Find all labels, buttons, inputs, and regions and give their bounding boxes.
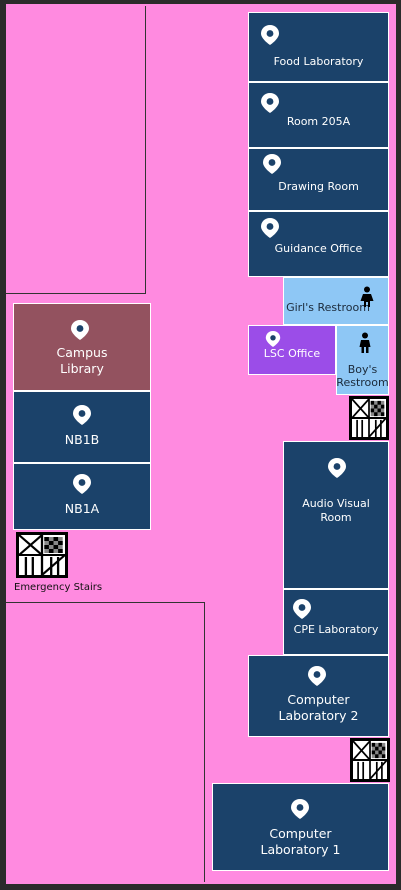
room-food-laboratory[interactable]: Food Laboratory — [248, 12, 389, 82]
male-restroom-icon — [359, 332, 371, 353]
stairs-icon — [350, 738, 390, 782]
wall-top-left-horizontal — [6, 293, 146, 294]
map-pin-icon — [327, 457, 347, 479]
room-computer-laboratory-2[interactable]: Computer Laboratory 2 — [248, 655, 389, 737]
room-label: Laboratory 1 — [260, 842, 341, 857]
room-label: LSC Office — [263, 347, 321, 360]
female-restroom-icon — [360, 286, 374, 307]
map-pin-icon — [260, 24, 280, 46]
wall-bottom-left-horizontal — [6, 602, 205, 603]
room-label: CPE Laboratory — [293, 623, 379, 636]
room-guidance-office[interactable]: Guidance Office — [248, 211, 389, 277]
room-label: Boy's — [347, 363, 378, 376]
room-label: Library — [60, 361, 104, 376]
room-lsc-office[interactable]: LSC Office — [248, 325, 336, 375]
map-pin-icon — [307, 665, 327, 687]
map-pin-icon — [72, 473, 92, 495]
room-label: Room 205A — [286, 115, 351, 128]
emergency-stairs-icon — [16, 532, 68, 578]
room-audio-visual[interactable]: Audio Visual Room — [283, 441, 389, 589]
map-pin-icon — [70, 319, 90, 341]
room-label: Computer — [269, 826, 332, 841]
room-computer-laboratory-1[interactable]: Computer Laboratory 1 — [212, 783, 389, 871]
map-pin-icon — [262, 153, 282, 175]
room-cpe-laboratory[interactable]: CPE Laboratory — [283, 589, 389, 655]
room-drawing-room[interactable]: Drawing Room — [248, 148, 389, 211]
map-pin-icon — [260, 92, 280, 114]
room-label: Restroom — [336, 376, 389, 389]
room-label: Room — [320, 511, 352, 524]
room-nb1b[interactable]: NB1B — [13, 391, 151, 463]
map-pin-icon — [265, 330, 281, 348]
room-205a[interactable]: Room 205A — [248, 82, 389, 148]
map-pin-icon — [260, 217, 280, 239]
map-pin-icon — [72, 404, 92, 426]
room-label: Drawing Room — [278, 179, 359, 193]
room-label: Campus — [56, 345, 108, 360]
room-label: Guidance Office — [274, 242, 363, 255]
room-campus-library[interactable]: Campus Library — [13, 303, 151, 391]
wall-bottom-left-vertical — [204, 602, 205, 882]
room-label: NB1B — [64, 432, 100, 447]
room-label: Girl's Restroom — [286, 301, 370, 314]
room-girls-restroom[interactable]: Girl's Restroom — [283, 277, 389, 325]
wall-top-left-vertical — [145, 6, 146, 294]
emergency-stairs-label: Emergency Stairs — [14, 582, 103, 593]
room-label: Food Laboratory — [273, 55, 364, 68]
room-nb1a[interactable]: NB1A — [13, 463, 151, 530]
room-label: Laboratory 2 — [278, 708, 359, 723]
room-label: Audio Visual — [302, 497, 370, 510]
map-pin-icon — [290, 798, 310, 820]
room-boys-restroom[interactable]: Boy's Restroom — [336, 325, 389, 395]
room-label: NB1A — [64, 500, 100, 516]
stairs-icon — [349, 396, 389, 440]
map-pin-icon — [292, 598, 312, 620]
room-label: Computer — [287, 692, 350, 707]
